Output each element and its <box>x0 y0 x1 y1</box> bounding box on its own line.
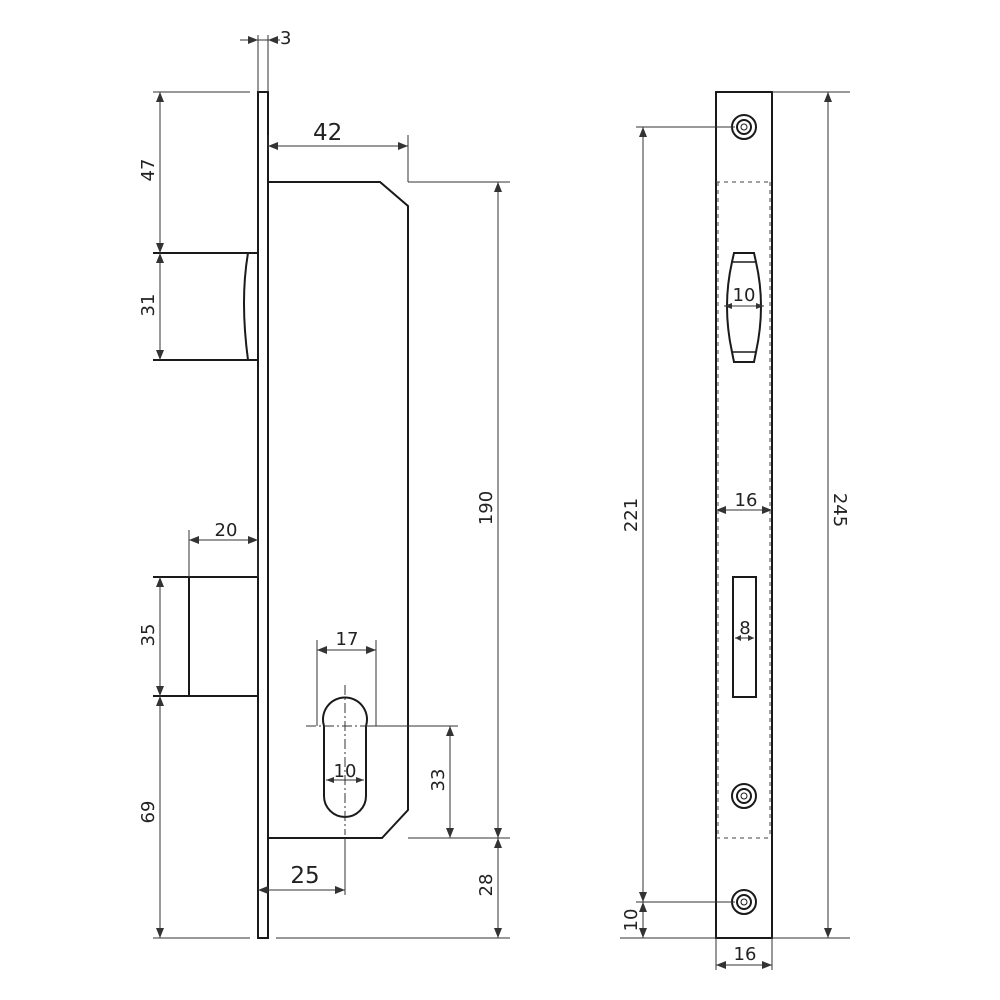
dim-faceplate-inner-width: 16 <box>735 490 758 511</box>
dim-bolt-opening-width: 8 <box>739 618 750 639</box>
dim-bolt-height: 35 <box>138 624 159 647</box>
lock-case-body <box>268 181 409 839</box>
dim-bolt-throw: 20 <box>215 520 238 541</box>
latch-opening <box>726 252 762 363</box>
dim-cylinder-height: 33 <box>428 769 449 792</box>
dim-bolt-offset-bottom: 69 <box>138 801 159 824</box>
side-view: 3 42 47 31 20 35 69 190 17 10 33 25 28 <box>138 28 510 939</box>
dim-latch-opening-width: 10 <box>733 285 756 306</box>
dim-cylinder-width: 17 <box>336 629 359 650</box>
bolt-opening <box>732 576 757 698</box>
faceplate-side <box>257 91 269 939</box>
latch-bolt-tip <box>248 252 259 361</box>
dim-case-depth: 42 <box>313 120 342 146</box>
dim-case-height: 190 <box>476 491 497 525</box>
screw-hole-middle <box>731 783 757 809</box>
latch-bolt <box>153 252 250 361</box>
faceplate-front <box>715 91 773 939</box>
dim-latch-offset: 47 <box>138 159 159 182</box>
dim-faceplate-thickness: 3 <box>280 28 291 49</box>
front-view: 221 245 10 16 8 10 16 <box>620 91 850 970</box>
dim-screw-spacing: 221 <box>621 498 642 532</box>
dim-backset: 25 <box>290 863 319 889</box>
screw-hole-top <box>731 114 757 140</box>
dim-screw-edge-offset: 10 <box>621 909 642 932</box>
dead-bolt <box>153 576 258 697</box>
dim-faceplate-width: 16 <box>734 944 757 965</box>
screw-hole-bottom <box>731 889 757 915</box>
dim-cylinder-slot-width: 10 <box>334 761 357 782</box>
dim-latch-height: 31 <box>138 294 159 317</box>
dim-faceplate-length: 245 <box>829 493 850 527</box>
dim-case-bottom-offset: 28 <box>476 874 497 897</box>
